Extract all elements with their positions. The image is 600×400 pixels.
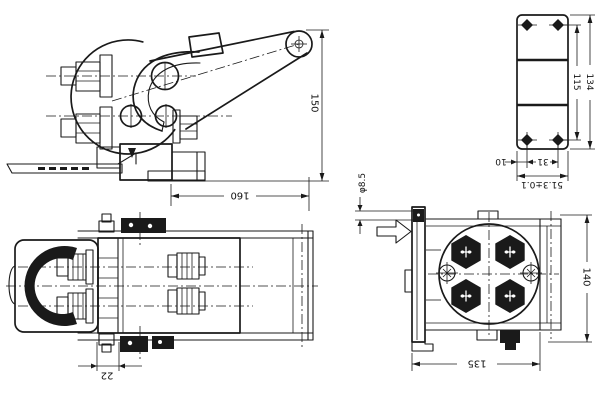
dim-plan-bar-width: 22 [78, 342, 142, 381]
plan-body [97, 237, 241, 334]
dim-label-115: 115 [571, 73, 581, 90]
dim-plate-height: 134 [570, 14, 595, 150]
hex-bolt [495, 235, 525, 269]
hex-bolt [495, 279, 525, 313]
dim-label-135: 135 [467, 358, 486, 369]
dim-label-31: 31 [537, 156, 548, 166]
dim-side-height: 150 [194, 29, 329, 182]
end-view: φ8.5 [355, 173, 592, 371]
dim-label-22: 22 [101, 370, 114, 381]
side-view: 150 160 [6, 29, 329, 211]
dim-end-hole-dia: φ8.5 [355, 173, 414, 234]
dim-label-phi-8-5: φ8.5 [358, 173, 368, 193]
hex-bolt [451, 279, 481, 313]
plan-bolts-right [167, 252, 206, 315]
dim-label-160: 160 [230, 190, 249, 201]
pointer-mark [128, 148, 136, 158]
dim-label-150: 150 [309, 93, 320, 112]
dim-plate-bottom: 10 31 51.3±0.1 [495, 142, 569, 189]
dim-side-length: 160 [170, 177, 310, 211]
plan-view: 22 [6, 212, 318, 381]
dim-label-134: 134 [584, 73, 594, 90]
plate-view: 115 134 10 31 51.3±0.1 [495, 14, 595, 189]
cross-hole [436, 262, 458, 284]
mounting-plate [516, 14, 569, 150]
dim-label-51-3: 51.3±0.1 [521, 179, 563, 189]
plan-bolts-left [56, 249, 94, 324]
end-body [428, 212, 559, 336]
cross-hole [520, 262, 542, 284]
dim-label-10: 10 [495, 156, 507, 166]
dim-end-height: 140 [548, 214, 592, 343]
flat-spring-bar [6, 163, 123, 174]
side-bolts [60, 54, 198, 150]
end-plate-edge [404, 206, 441, 352]
plate-holes [518, 19, 567, 148]
hex-bolt [451, 235, 481, 269]
base-block [6, 143, 206, 182]
end-frame [425, 210, 562, 350]
dim-plate-hole-span-v: 115 [561, 24, 581, 141]
view-direction-arrow-icon [376, 219, 412, 244]
dim-label-140: 140 [581, 267, 592, 286]
plan-edge-bolts [98, 213, 174, 353]
dim-end-width: 135 [411, 332, 541, 371]
clamp-body [46, 32, 232, 155]
